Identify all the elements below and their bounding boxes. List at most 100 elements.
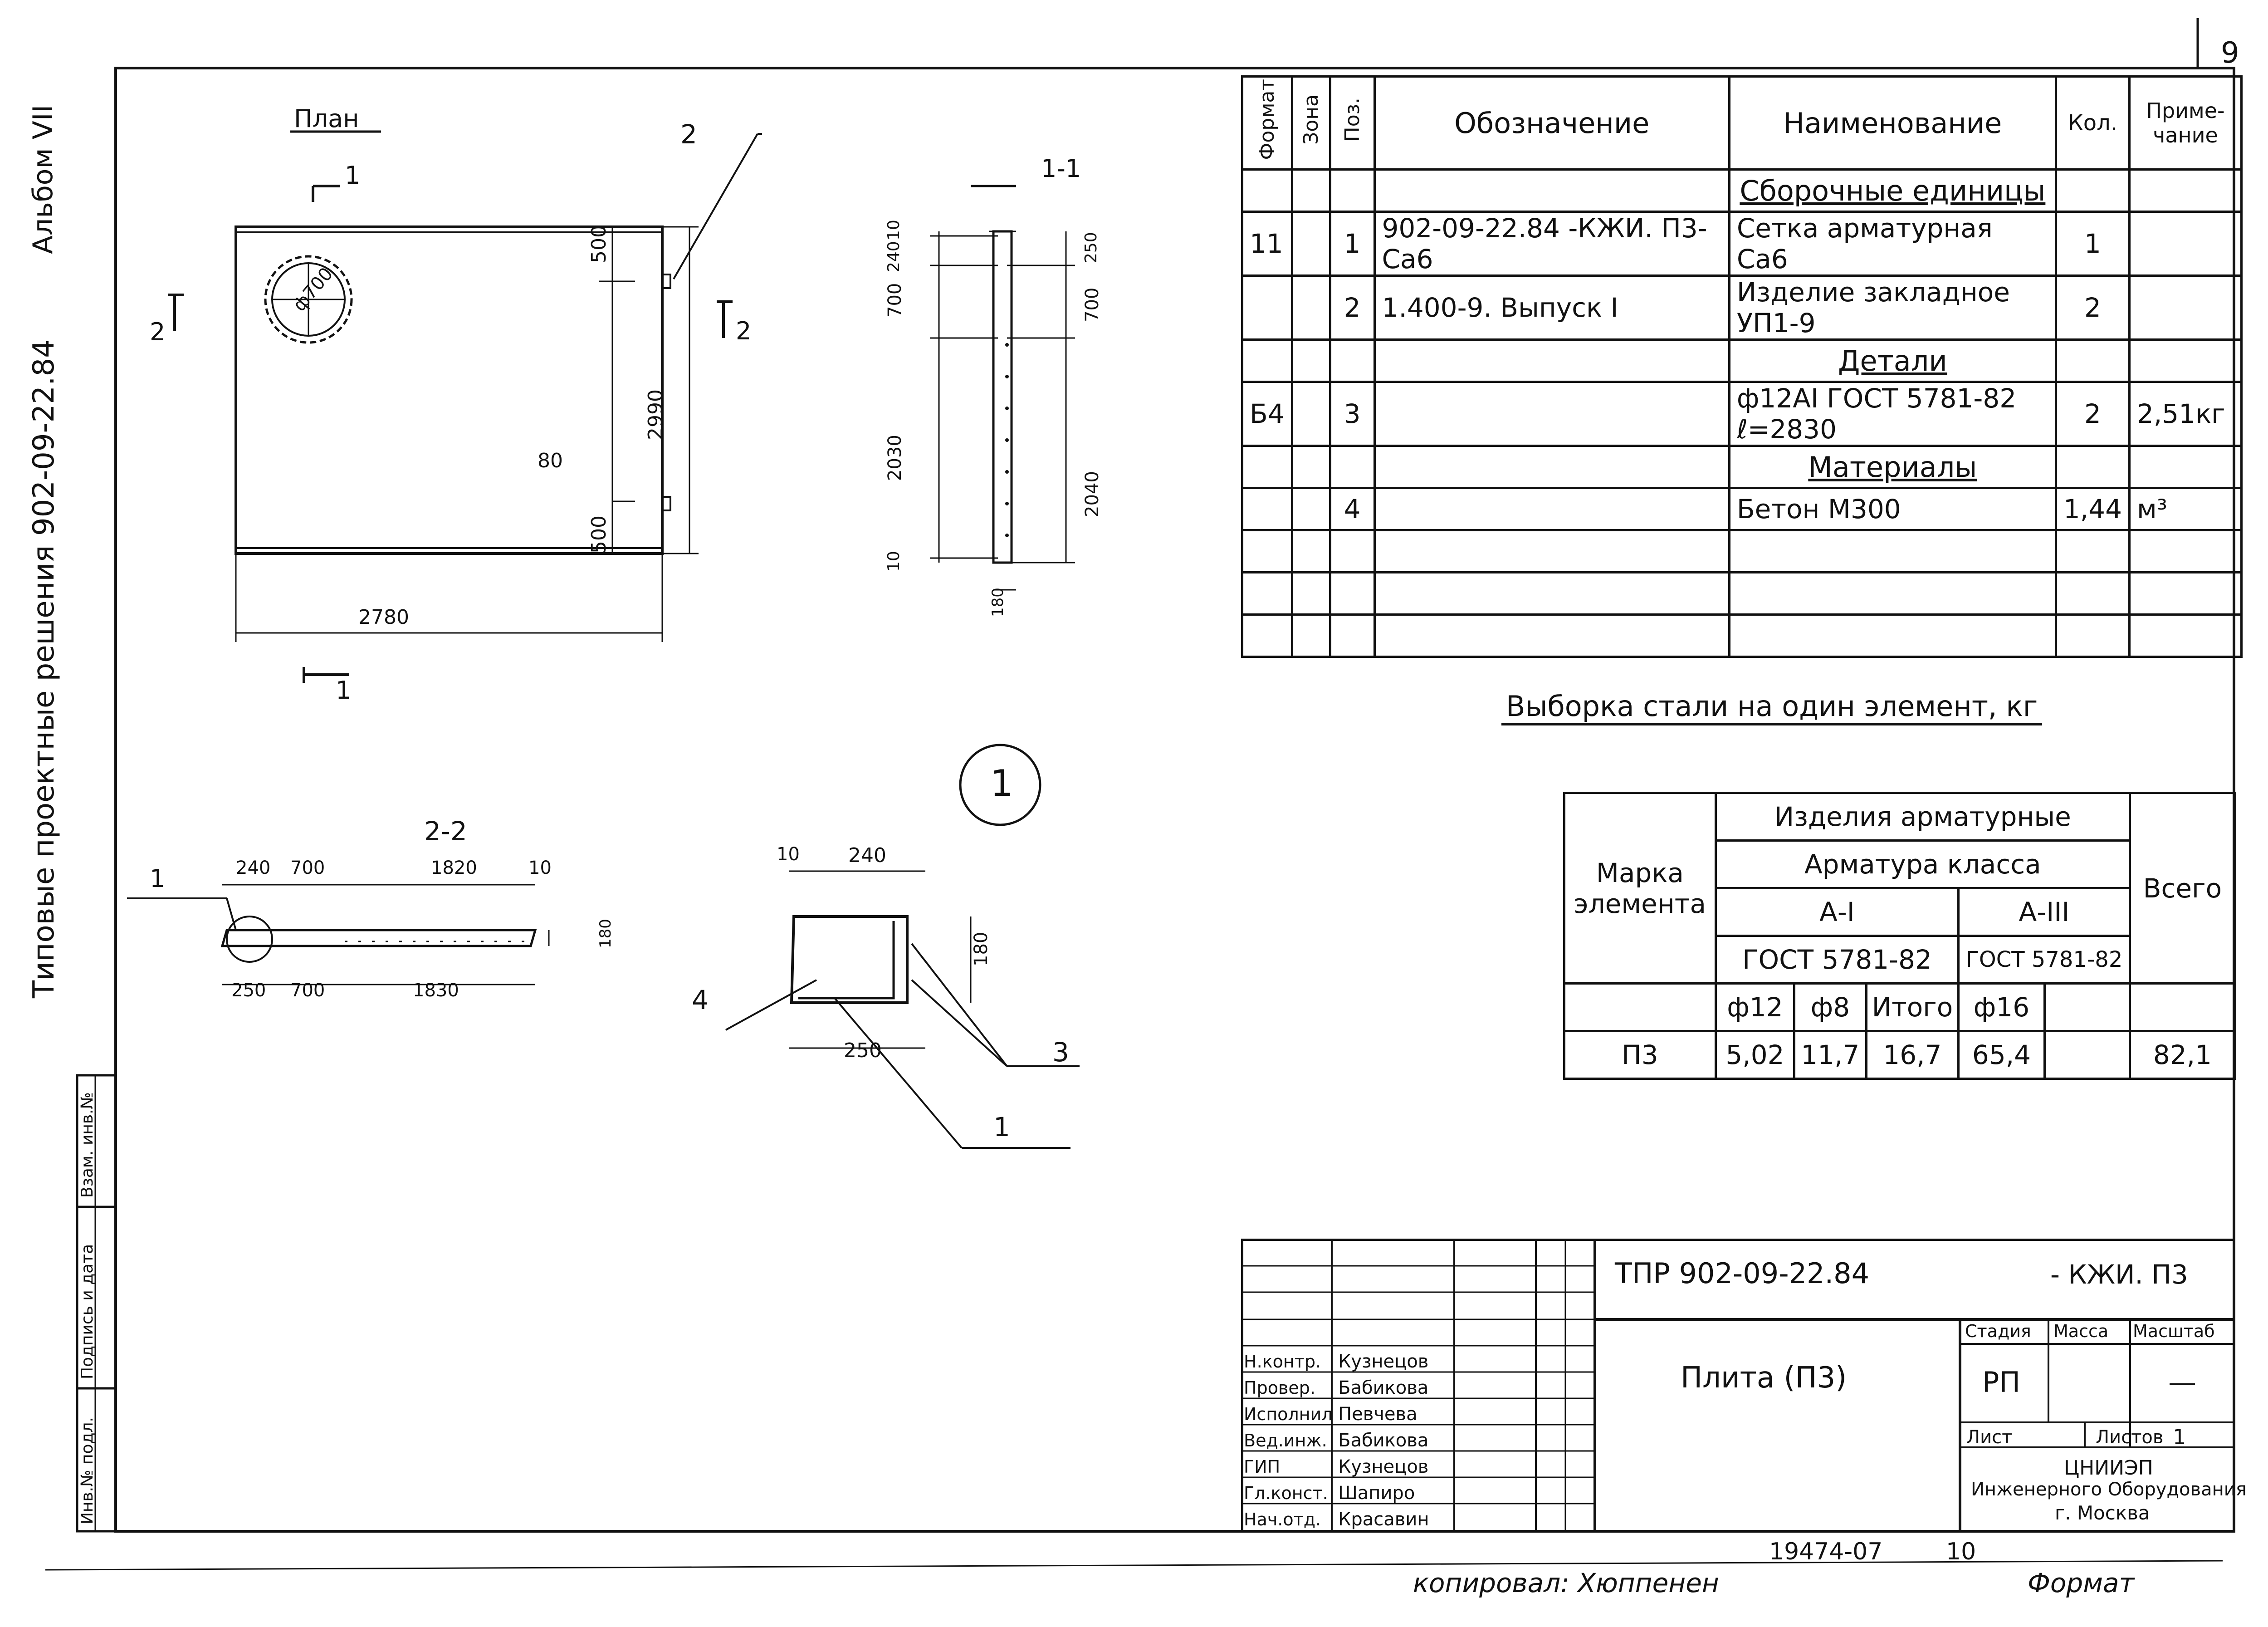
spec-cell-format [1241, 613, 1293, 658]
spec-cell-qty [2054, 338, 2131, 383]
signature-name: Шапиро [1338, 1483, 1415, 1504]
spec-cell-pos [1329, 445, 1376, 489]
spec-cell-zone [1290, 274, 1331, 341]
spec-cell-designation: 902-09-22.84 -КЖИ. П3-Са6 [1373, 211, 1730, 277]
spec-cell-format [1241, 445, 1293, 489]
spec-cell-pos: 2 [1329, 274, 1376, 341]
steel-v3: 16,7 [1865, 1030, 1960, 1080]
spec-cell-format: 11 [1241, 211, 1293, 277]
spec-cell-pos: 4 [1329, 487, 1376, 531]
spec-cell-designation [1373, 168, 1730, 213]
steel-v1: 5,02 [1714, 1030, 1796, 1080]
signature-role: Н.контр. [1244, 1352, 1321, 1372]
node-right-180: 180 [971, 931, 992, 966]
spec-cell-note: м³ [2128, 487, 2243, 531]
spec-cell-format [1241, 529, 1293, 573]
signature-row: Вед.инж.Бабикова [1244, 1427, 1461, 1454]
tb-name: Плита (П3) [1681, 1361, 1847, 1395]
plan-mark-2a: 2 [150, 318, 166, 346]
spec-cell-note [2128, 571, 2243, 616]
spec-cell-designation [1373, 445, 1730, 489]
plan-dim-80: 80 [538, 449, 563, 472]
steel-group: Изделия арматурные [1714, 792, 2131, 842]
tb-code-suffix: - КЖИ. П3 [2050, 1259, 2188, 1290]
spec-cell-designation [1373, 613, 1730, 658]
spec-cell-qty: 2 [2054, 274, 2131, 341]
tb-code: ТПР 902-09-22.84 [1615, 1257, 1870, 1290]
plan-dim-2990: 2990 [644, 389, 667, 440]
s11-dim-250: 250 [1082, 232, 1100, 263]
spec-cell-format [1241, 168, 1293, 213]
signature-row: Н.контр.Кузнецов [1244, 1348, 1461, 1375]
steel-col-3: Итого [1865, 982, 1960, 1032]
spec-cell-designation [1373, 529, 1730, 573]
spec-cell-note [2128, 445, 2243, 489]
steel-table: Марка элемента Изделия арматурные Всего … [1563, 792, 2237, 1080]
signature-name: Красавин [1338, 1509, 1429, 1530]
plan-mark-1a: 1 [345, 161, 361, 190]
section-1-1-drawing [930, 185, 1075, 591]
spec-cell-note [2128, 613, 2243, 658]
signature-row: Провер.Бабикова [1244, 1375, 1461, 1401]
s11-dim-700: 700 [885, 283, 905, 318]
plan-dim-500a: 500 [587, 225, 611, 263]
steel-row-p3: П3 5,02 11,7 16,7 65,4 82,1 [1563, 1030, 2237, 1080]
plan-dim-2780: 2780 [358, 606, 409, 629]
s11-dim-700r: 700 [1082, 287, 1103, 322]
spec-cell-zone [1290, 571, 1331, 616]
tb-org-2: Инженерного Оборудования [1971, 1479, 2247, 1500]
spec-row [1241, 613, 2243, 658]
spec-cell-note [2128, 529, 2243, 573]
steel-a1: А-I [1714, 887, 1960, 937]
spec-cell-qty [2054, 571, 2131, 616]
spec-cell-note [2128, 211, 2243, 277]
s22-bottom-1830: 1830 [413, 980, 459, 1001]
spec-cell-pos [1329, 338, 1376, 383]
spec-cell-zone [1290, 613, 1331, 658]
tb-scale: — [2168, 1366, 2196, 1399]
spec-h-note: Приме-чание [2128, 75, 2243, 171]
signature-role: Провер. [1244, 1378, 1315, 1398]
spec-cell-qty: 1,44 [2054, 487, 2131, 531]
plan-mark-1b: 1 [336, 676, 352, 705]
plan-mark-2b: 2 [736, 317, 752, 345]
spec-cell-note [2128, 274, 2243, 341]
spec-cell-designation [1373, 487, 1730, 531]
steel-mark-header: Марка элемента [1563, 792, 1717, 985]
signature-role: ГИП [1244, 1457, 1281, 1477]
signature-name: Бабикова [1338, 1430, 1429, 1451]
album-label: Альбом VII [27, 104, 59, 254]
steel-col-5 [2043, 982, 2131, 1032]
steel-v5 [2043, 1030, 2131, 1080]
steel-class: Арматура класса [1714, 839, 2131, 889]
spec-cell-note [2128, 338, 2243, 383]
spec-cell-name [1728, 571, 2057, 616]
tb-sheets: 1 [2173, 1425, 2186, 1449]
spec-cell-format [1241, 338, 1293, 383]
footer-inv: 19474-07 [1769, 1538, 1883, 1565]
node-bottom-250: 250 [844, 1039, 882, 1062]
spec-cell-zone [1290, 529, 1331, 573]
spec-cell-pos [1329, 571, 1376, 616]
spec-cell-zone [1290, 445, 1331, 489]
tb-mass-h: Масса [2053, 1321, 2109, 1341]
node-callout-4: 4 [692, 985, 709, 1015]
spec-row [1241, 571, 2243, 616]
spec-cell-pos [1329, 529, 1376, 573]
stamp-sign: Подпись и дата [78, 1244, 97, 1379]
spec-cell-name [1728, 529, 2057, 573]
steel-total-header: Всего [2128, 792, 2237, 985]
node-1-drawing [725, 744, 1080, 1149]
spec-cell-designation: 1.400-9. Выпуск I [1373, 274, 1730, 341]
s11-dim-180: 180 [989, 588, 1007, 617]
spec-cell-name: Изделие закладное УП1-9 [1728, 274, 2057, 341]
spec-cell-name: ф12АI ГОСТ 5781-82 ℓ=2830 [1728, 381, 2057, 447]
tb-sheet-h: Лист [1966, 1427, 2013, 1448]
page-number: 9 [2221, 36, 2239, 70]
node-callout-1: 1 [993, 1112, 1010, 1142]
section-2-2-drawing [127, 884, 550, 985]
section-2-2-title: 2-2 [424, 816, 467, 847]
